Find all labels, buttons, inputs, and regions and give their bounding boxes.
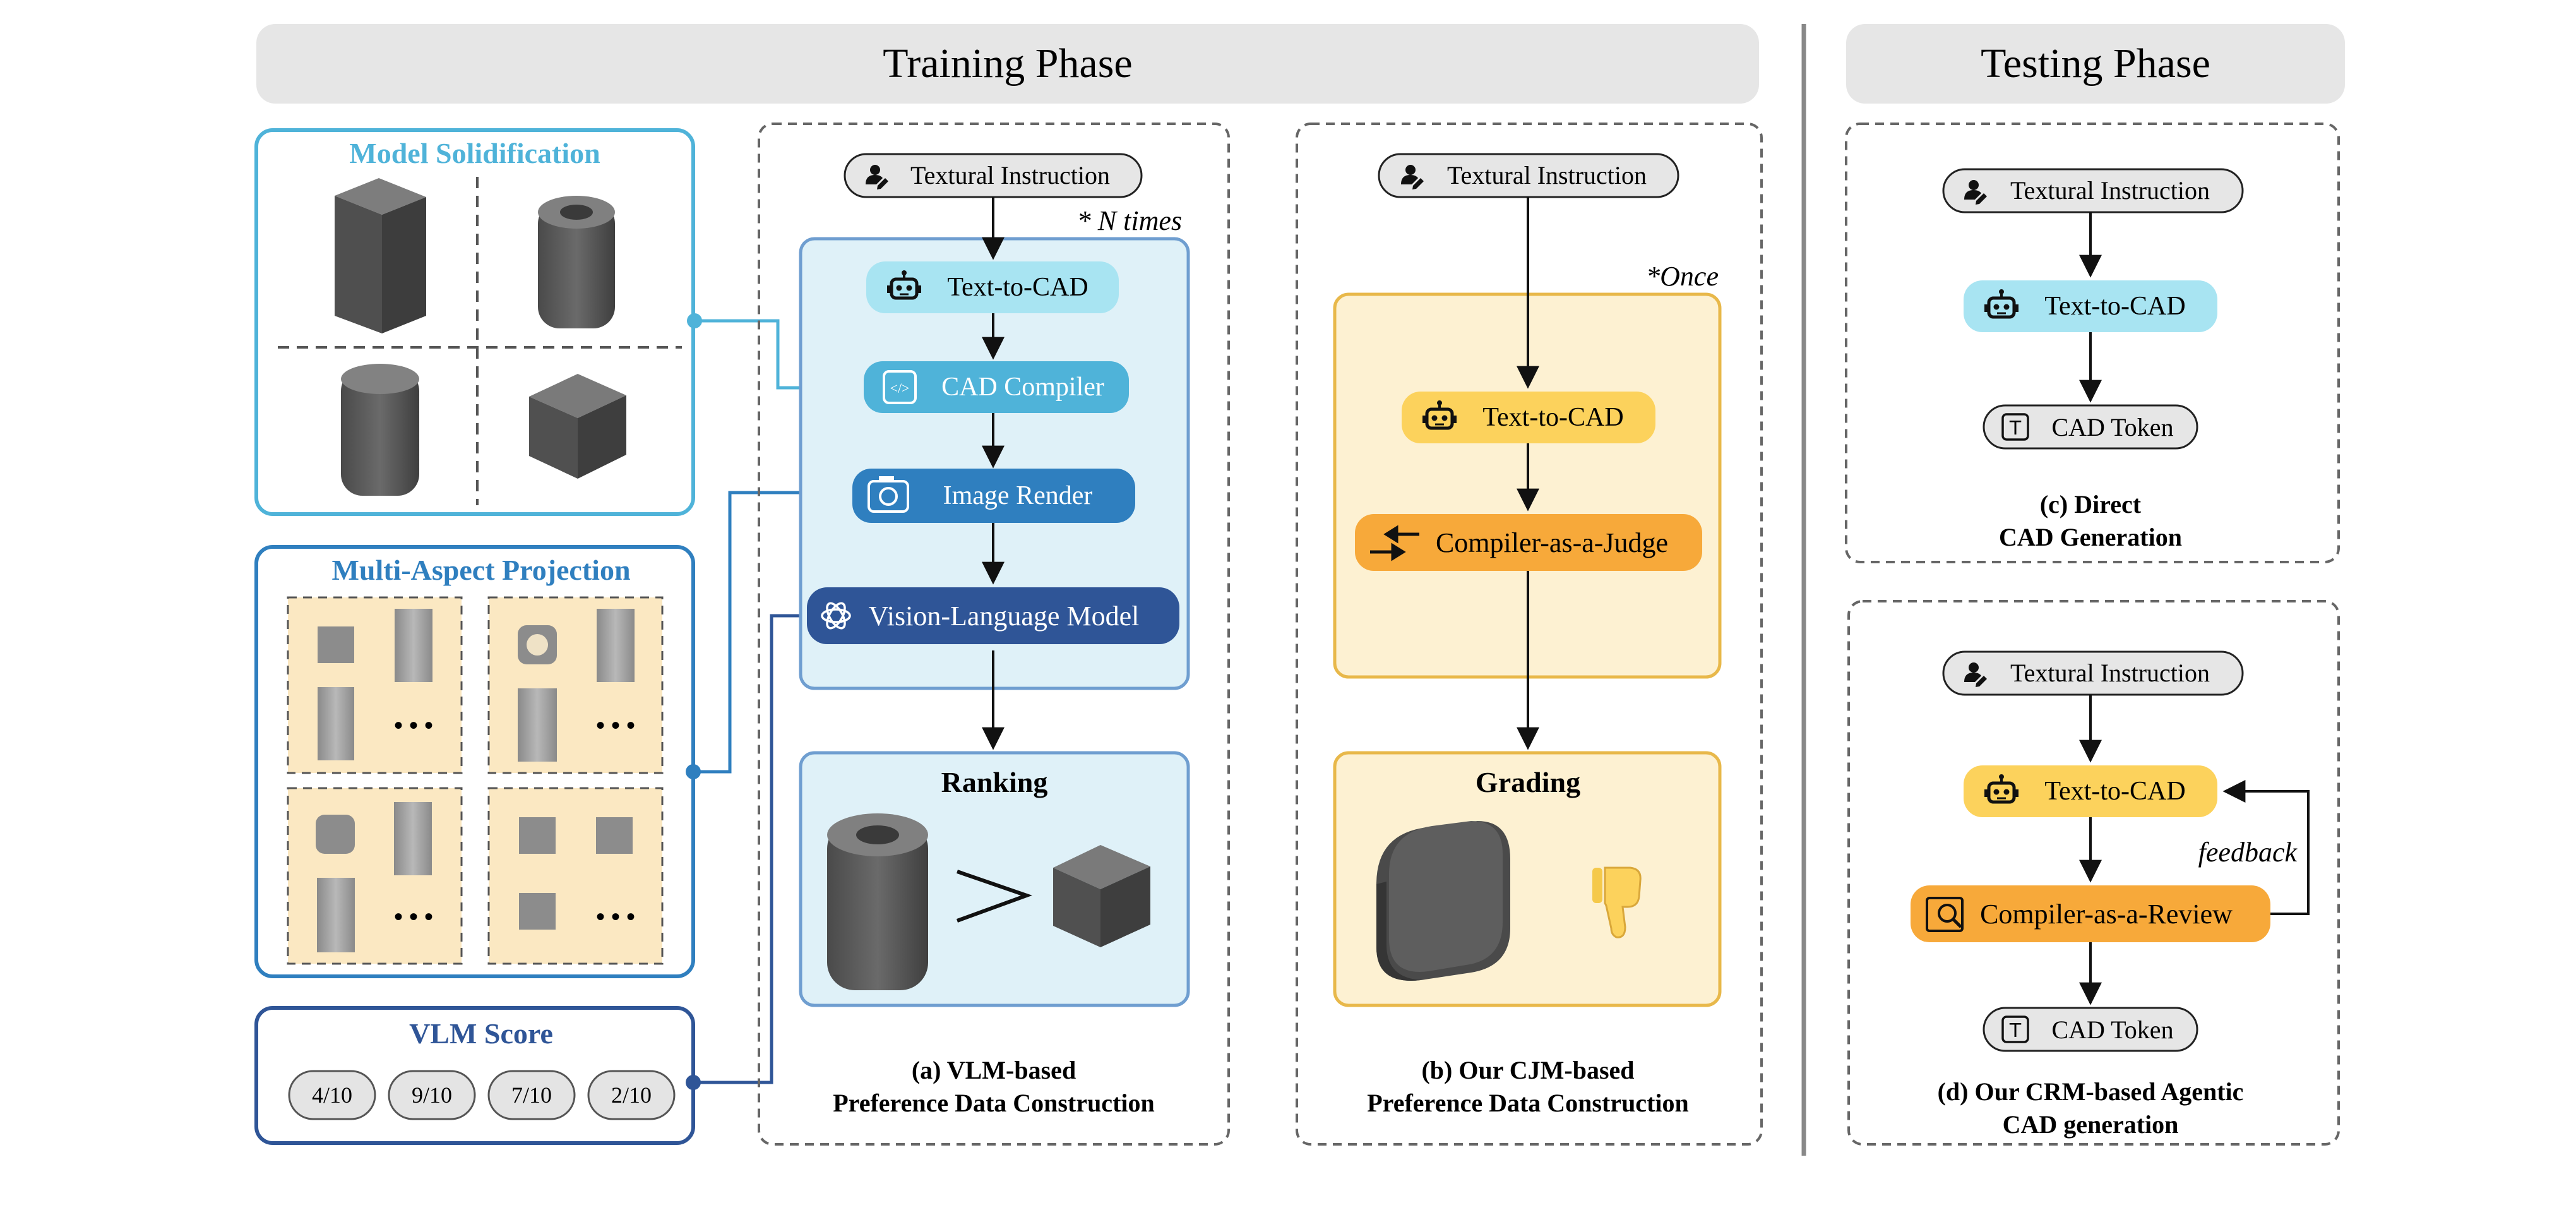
ellipsis: • • • <box>596 711 635 740</box>
panel-b-caption: (b) Our CJM-based <box>1421 1056 1634 1084</box>
svg-text:Text-to-CAD: Text-to-CAD <box>2044 777 2185 806</box>
panel-c-caption: CAD Generation <box>1999 523 2182 551</box>
panel-d-frame <box>1847 600 2340 1146</box>
svg-text:Textural Instruction: Textural Instruction <box>1447 161 1647 189</box>
cad-rounded-box <box>341 364 419 496</box>
svg-text:Image Render: Image Render <box>943 481 1093 510</box>
text-token-icon: T <box>2001 413 2029 441</box>
score-pill: 2/10 <box>587 1070 676 1120</box>
svg-text:</>: </> <box>890 380 910 396</box>
thumbs-down-icon <box>1592 866 1642 938</box>
testing-phase-bar <box>1846 24 2345 104</box>
projection-tile <box>287 787 463 965</box>
svg-text:Text-to-CAD: Text-to-CAD <box>947 273 1088 302</box>
panel-c-caption: (c) Direct <box>2040 490 2142 518</box>
cad-rounded-tube <box>827 813 928 990</box>
text-to-cad-node-b: Text-to-CAD <box>1402 392 1655 443</box>
feedback-label: feedback <box>2198 837 2298 868</box>
ellipsis: • • • <box>394 711 433 740</box>
once-label: *Once <box>1646 261 1719 292</box>
svg-text:Textural Instruction: Textural Instruction <box>2010 176 2210 205</box>
connector-projection <box>693 491 852 774</box>
panel-d-caption: CAD generation <box>2003 1110 2179 1139</box>
cad-compiler-node: </> CAD Compiler <box>864 361 1129 413</box>
ellipsis: • • • <box>394 902 433 931</box>
camera-icon <box>868 476 909 513</box>
openai-icon <box>821 602 851 630</box>
svg-text:Text-to-CAD: Text-to-CAD <box>2044 292 2185 321</box>
code-icon <box>883 370 917 404</box>
greater-than-symbol <box>956 870 1032 923</box>
panel-b-caption: Preference Data Construction <box>1367 1089 1689 1117</box>
svg-text:Textural Instruction: Textural Instruction <box>2010 659 2210 687</box>
svg-text:Compiler-as-a-Review: Compiler-as-a-Review <box>1980 899 2233 930</box>
feedback-loop-arrow <box>2222 780 2310 915</box>
svg-text:Compiler-as-a-Judge: Compiler-as-a-Judge <box>1436 527 1668 558</box>
n-times-label: * N times <box>1077 205 1182 236</box>
svg-text:CAD Token: CAD Token <box>2051 413 2173 441</box>
cad-cube <box>529 374 626 479</box>
svg-text:2/10: 2/10 <box>611 1082 652 1108</box>
image-render-node: Image Render <box>852 469 1135 523</box>
instruction-pill-a: Textural Instruction <box>844 153 1143 198</box>
svg-text:CAD Token: CAD Token <box>2051 1015 2173 1044</box>
training-phase-title: Training Phase <box>883 40 1132 87</box>
svg-text:T: T <box>2009 417 2022 440</box>
ranking-title: Ranking <box>941 766 1048 798</box>
svg-text:T: T <box>2009 1020 2022 1042</box>
projection-tile <box>487 596 664 774</box>
svg-text:Textural Instruction: Textural Instruction <box>910 161 1110 189</box>
panel-a-caption: (a) VLM-based <box>912 1056 1076 1084</box>
magnifier-icon <box>1926 897 1964 932</box>
testing-phase-title: Testing Phase <box>1981 40 2210 87</box>
svg-text:CAD Compiler: CAD Compiler <box>941 373 1104 402</box>
svg-text:Vision-Language Model: Vision-Language Model <box>869 601 1140 632</box>
cad-token-pill-d: T CAD Token <box>1983 1007 2198 1052</box>
cad-cube <box>1053 845 1150 947</box>
text-token-icon: T <box>2001 1015 2029 1043</box>
svg-text:Text-to-CAD: Text-to-CAD <box>1482 403 1623 432</box>
cad-tall-box <box>335 178 426 333</box>
compiler-judge-node: Compiler-as-a-Judge <box>1355 514 1702 571</box>
compiler-review-node: Compiler-as-a-Review <box>1911 885 2270 942</box>
cad-token-pill-c: T CAD Token <box>1983 404 2198 450</box>
compress-arrows-icon <box>1370 525 1419 561</box>
vlm-score-title: VLM Score <box>409 1017 553 1050</box>
text-to-cad-node-c: Text-to-CAD <box>1964 280 2217 332</box>
cad-rounded-tube <box>538 196 615 328</box>
svg-text:9/10: 9/10 <box>412 1082 452 1108</box>
panel-a-frame <box>758 123 1230 1146</box>
score-pill: 9/10 <box>388 1070 476 1120</box>
training-phase-bar <box>256 24 1759 104</box>
projection-tile <box>487 787 664 965</box>
score-pill: 7/10 <box>487 1070 576 1120</box>
cad-rounded-block <box>1376 821 1510 981</box>
text-to-cad-node-d: Text-to-CAD <box>1964 765 2217 817</box>
text-to-cad-node-a: Text-to-CAD <box>866 261 1119 313</box>
svg-text:4/10: 4/10 <box>312 1082 352 1108</box>
panel-b-frame <box>1296 123 1763 1146</box>
connector-vlm-score <box>693 614 821 1084</box>
vlm-node: Vision-Language Model <box>807 587 1179 644</box>
panel-c-frame <box>1845 123 2340 563</box>
model-solidification-title: Model Solidification <box>349 137 600 169</box>
panel-a-caption: Preference Data Construction <box>833 1089 1155 1117</box>
grading-title: Grading <box>1476 766 1580 798</box>
instruction-pill-b: Textural Instruction <box>1378 153 1679 198</box>
ellipsis: • • • <box>596 902 635 931</box>
instruction-pill-d: Textural Instruction <box>1942 650 2244 696</box>
projection-tile <box>287 596 463 774</box>
panel-d-caption: (d) Our CRM-based Agentic <box>1938 1077 2244 1106</box>
model-solidification-box <box>254 128 695 516</box>
instruction-pill-c: Textural Instruction <box>1942 168 2244 213</box>
score-pill: 4/10 <box>288 1070 376 1120</box>
svg-text:7/10: 7/10 <box>511 1082 552 1108</box>
multi-aspect-projection-title: Multi-Aspect Projection <box>331 554 630 586</box>
